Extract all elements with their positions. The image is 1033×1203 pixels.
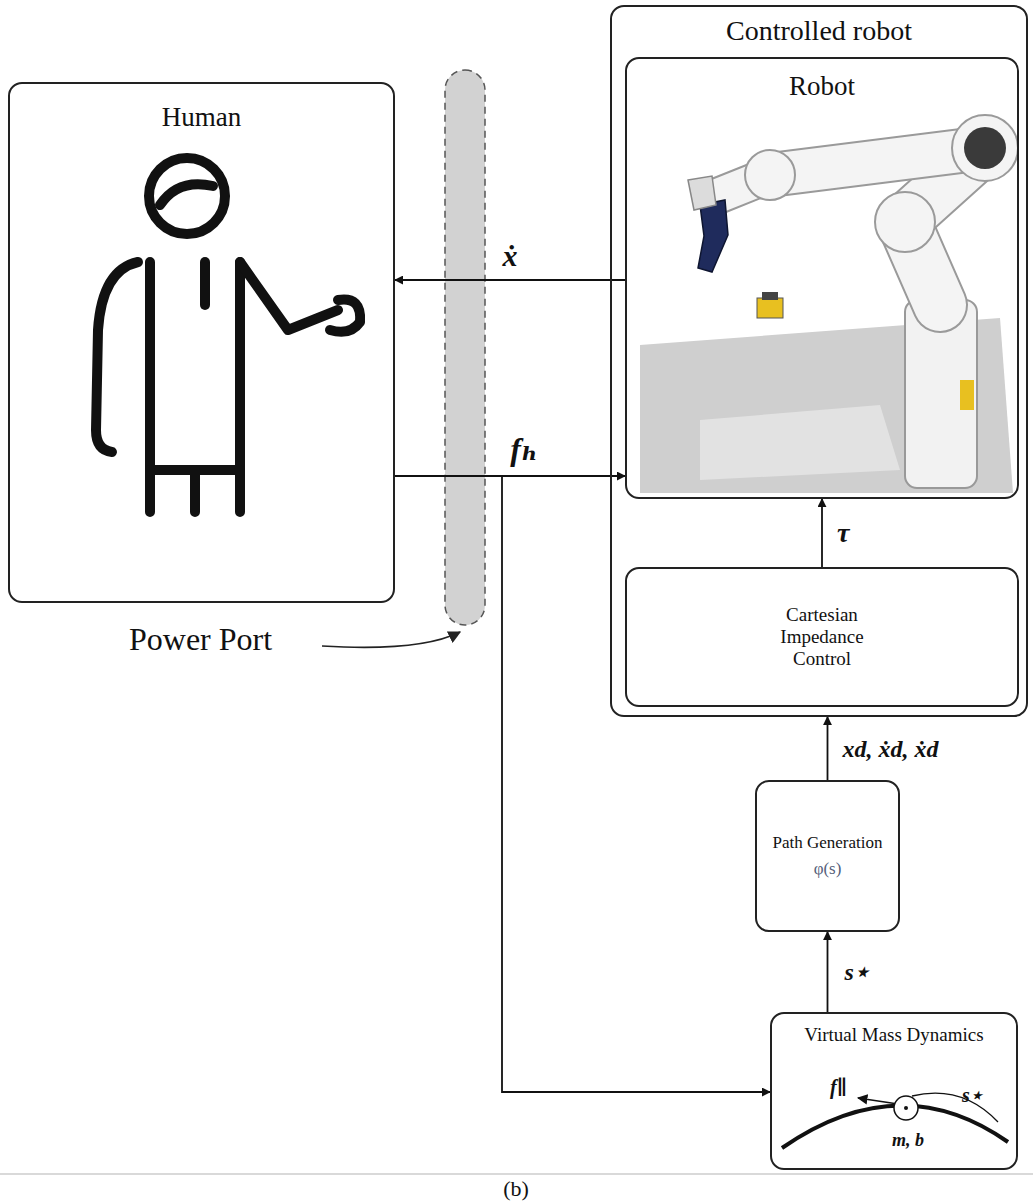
symbol-label: f∥: [830, 1076, 847, 1099]
symbol-label: m, b: [892, 1130, 924, 1151]
node-title: Robot: [789, 71, 855, 102]
symbol-label: s⋆: [962, 1084, 983, 1107]
node-title: Path Generation: [772, 833, 884, 853]
signal-label: fₕ: [507, 432, 540, 467]
signal-arrow: [827, 932, 829, 1012]
signal-arrow: [395, 279, 625, 281]
signal-arrow: [827, 717, 829, 780]
robot-box: Robot: [625, 57, 1019, 499]
node-title: Human: [162, 102, 241, 133]
figure-caption: (b): [500, 1177, 532, 1201]
port-label: Power Port: [126, 622, 275, 657]
system-box: Controlled robotRobotCartesian Impedance…: [610, 5, 1028, 717]
robot-photo: [627, 100, 1018, 495]
node-title: Cartesian Impedance Control: [762, 604, 882, 670]
signal-label: xd, ẋd, ẋd: [840, 735, 942, 761]
node-title: φ(s): [814, 859, 842, 879]
actor-box: Human: [8, 82, 395, 603]
power-port-band: [445, 70, 485, 625]
leader-line: [322, 632, 460, 647]
node-title: Controlled robot: [726, 15, 912, 47]
process-box: Path Generation φ(s): [755, 780, 900, 932]
controller-box: Cartesian Impedance Control: [625, 567, 1019, 707]
signal-label: ẋ: [500, 239, 521, 272]
signal-label: s⋆: [842, 959, 872, 985]
signal-label: τ: [834, 518, 852, 549]
dynamics-box: Virtual Mass Dynamics f∥ m, b s⋆: [770, 1012, 1018, 1170]
signal-arrow: [821, 499, 823, 567]
human-icon: [96, 158, 360, 512]
caption-rule: [0, 1173, 1033, 1175]
node-title: Virtual Mass Dynamics: [804, 1024, 983, 1046]
